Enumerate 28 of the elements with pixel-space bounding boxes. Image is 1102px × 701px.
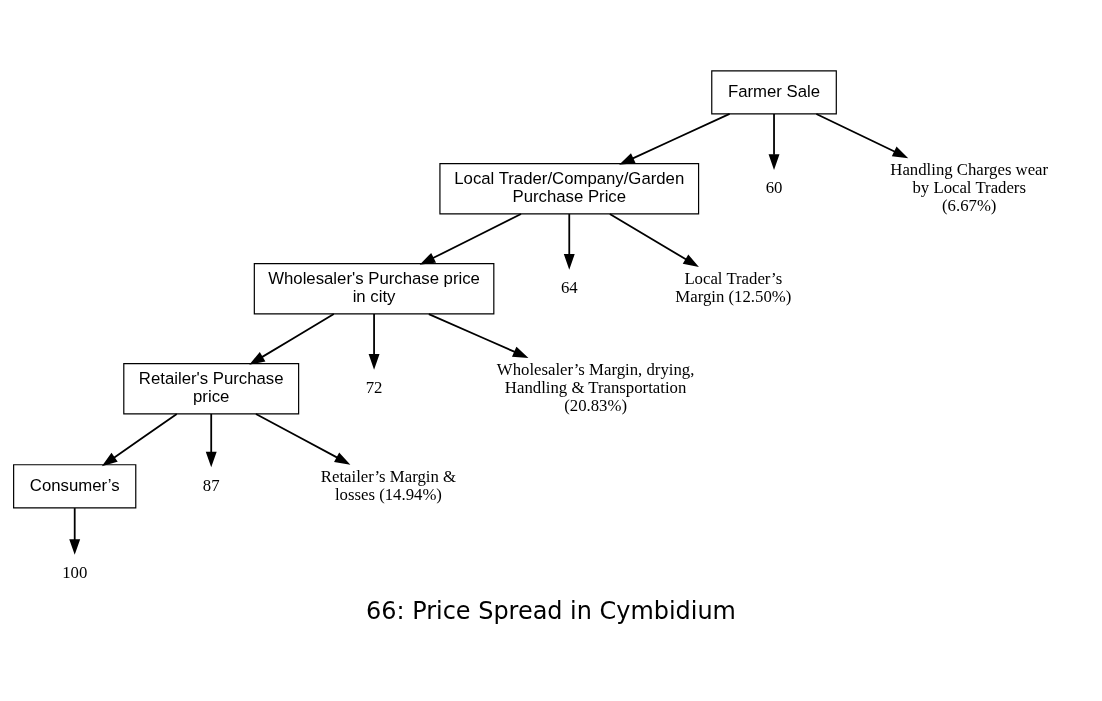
node-text: 60 [765, 177, 783, 197]
arrow [205, 412, 217, 467]
node-text: Retailer’s Margin & losses (14.94%) [320, 466, 457, 504]
arrow [619, 112, 731, 165]
node-text: 100 [62, 562, 88, 582]
arrow [608, 212, 699, 267]
arrow [815, 112, 909, 158]
caption: 66: Price Spread in Cymbidium [366, 596, 736, 625]
node-text: 72 [365, 377, 383, 397]
node-text: 64 [560, 277, 578, 297]
arrow [255, 412, 351, 465]
node-text: Wholesaler’s Margin, drying, Handling & Transportation (20.83%) [496, 359, 695, 415]
node-box: Farmer Sale [711, 69, 837, 114]
arrow [249, 312, 335, 365]
arrow [368, 312, 380, 370]
arrow [69, 506, 81, 555]
arrow [768, 112, 780, 170]
node-box: Wholesaler's Purchase price in city [253, 262, 495, 314]
node-text: 87 [202, 475, 220, 495]
node-box: Local Trader/Company/Garden Purchase Price [439, 162, 700, 214]
arrow [419, 212, 522, 265]
node-text: Local Trader’s Margin (12.50%) [675, 268, 792, 306]
arrow [563, 212, 575, 270]
arrow [101, 412, 178, 466]
node-box: Consumer’s [13, 463, 137, 508]
node-text: Handling Charges wear by Local Traders (6.67%) [890, 159, 1049, 215]
node-box: Retailer's Purchase price [123, 362, 300, 414]
arrow [427, 312, 529, 358]
